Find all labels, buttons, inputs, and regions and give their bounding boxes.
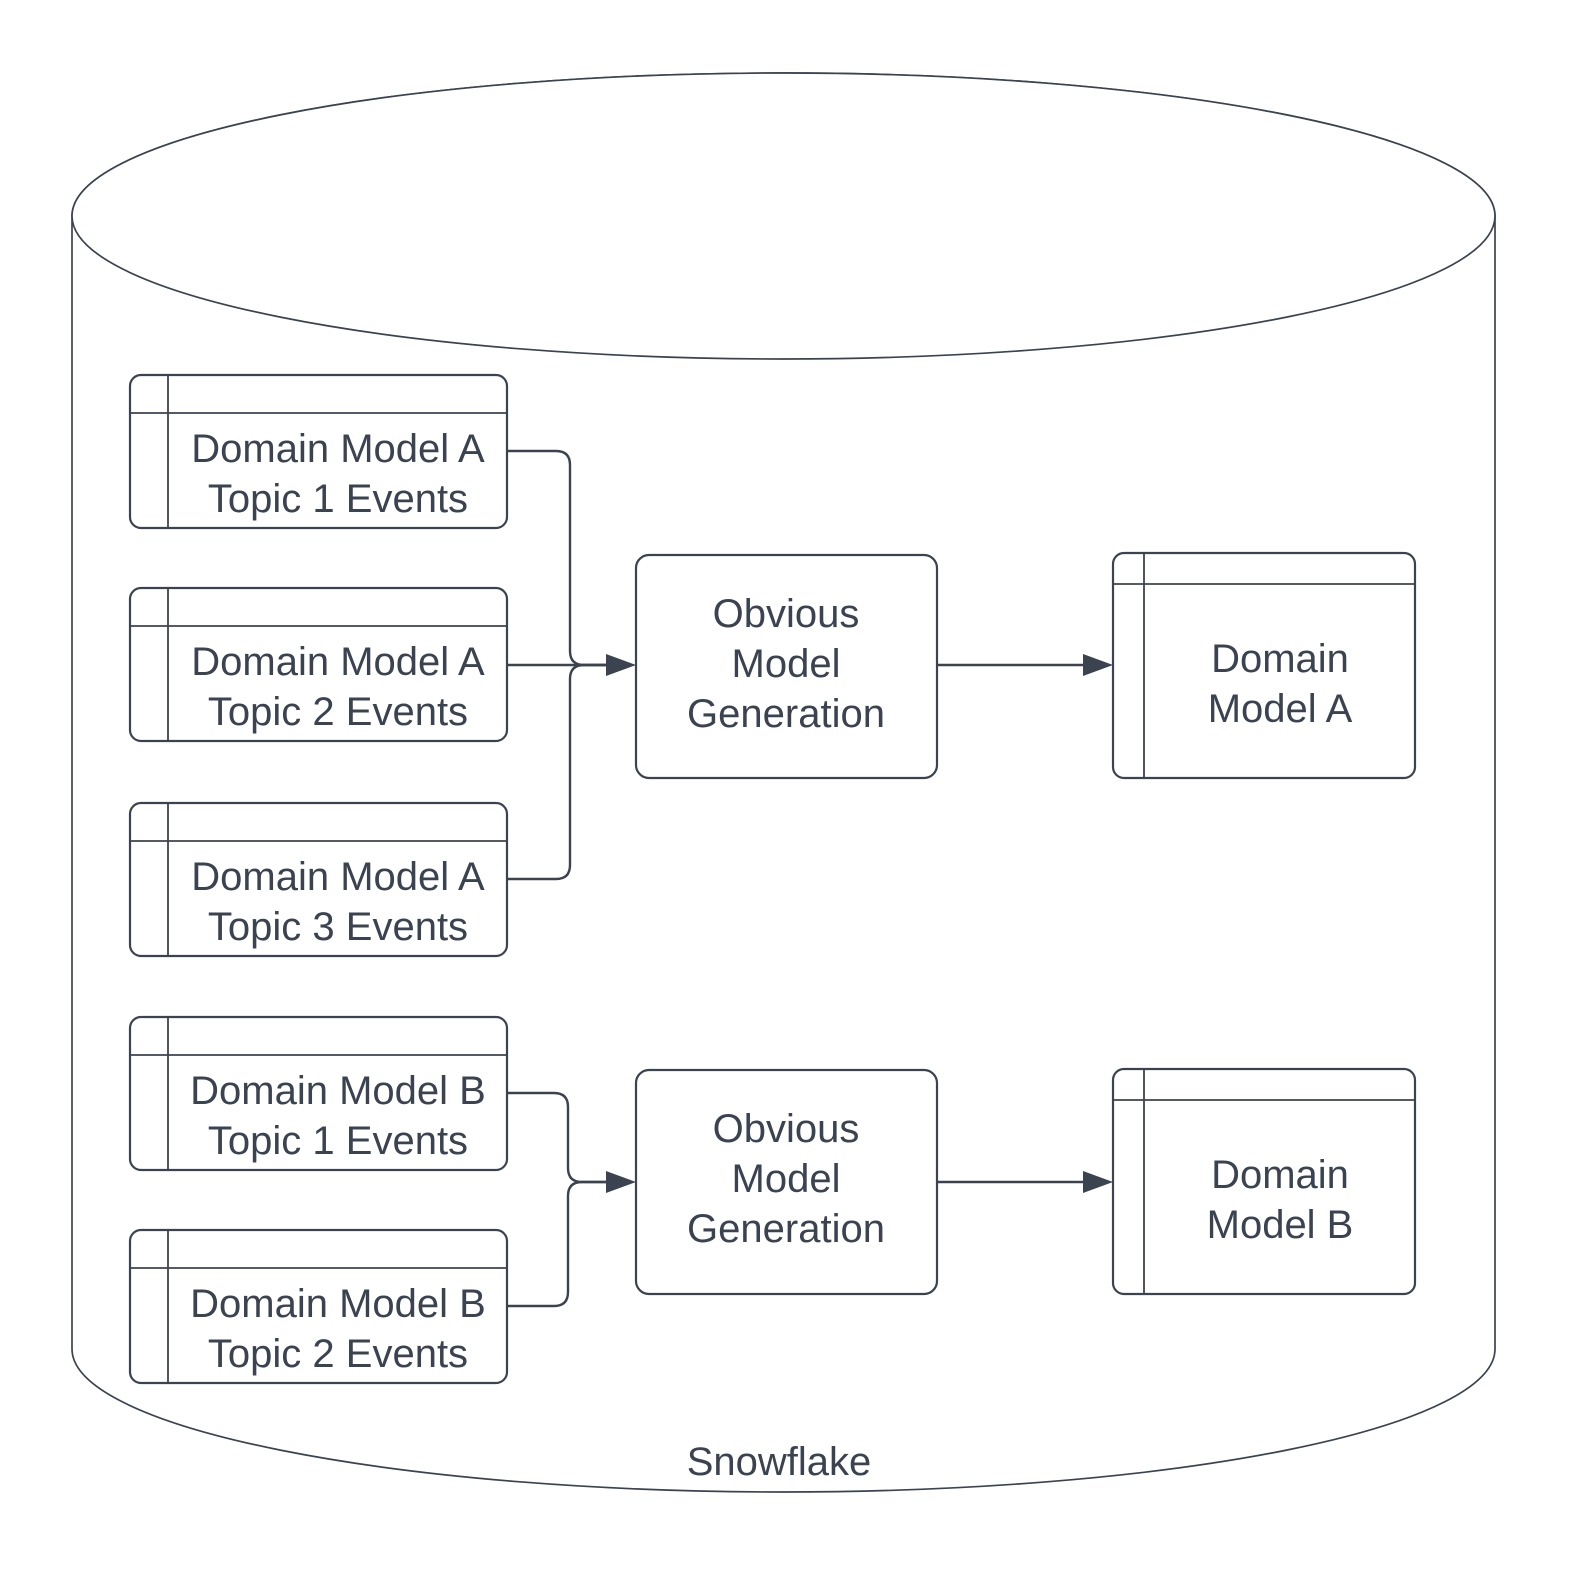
table-domain-model-a-topic-2-events: Domain Model A Topic 2 Events — [128, 586, 509, 743]
table-label-line1: Domain Model A — [191, 640, 485, 684]
connectors-group-a — [507, 449, 1113, 881]
table-label-line1: Domain — [1211, 1153, 1349, 1197]
table-label-line1: Domain Model A — [191, 855, 485, 899]
process-obvious-model-generation-a: Obvious Model Generation — [634, 553, 939, 780]
cylinder-top-ellipse — [71, 72, 1496, 360]
process-obvious-model-generation-b: Obvious Model Generation — [634, 1068, 939, 1296]
process-label-line3: Generation — [687, 692, 885, 736]
process-label-line1: Obvious — [713, 1107, 860, 1151]
table-domain-model-b-topic-2-events: Domain Model B Topic 2 Events — [128, 1228, 509, 1385]
table-shape — [1111, 551, 1417, 780]
table-label-line2: Topic 1 Events — [208, 477, 468, 521]
table-label-line1: Domain Model B — [190, 1282, 486, 1326]
table-label-line2: Topic 2 Events — [208, 690, 468, 734]
cylinder-label: Snowflake — [687, 1440, 872, 1484]
connectors-group-b — [507, 1091, 1113, 1308]
arrowhead-b-into-output — [1083, 1171, 1113, 1193]
arrowhead-a-into-process — [606, 654, 636, 676]
arrowhead-a-into-output — [1083, 654, 1113, 676]
connector-b-topic1-to-process — [507, 1091, 606, 1184]
table-domain-model-a: Domain Model A — [1111, 551, 1417, 780]
table-label-line2: Topic 1 Events — [208, 1119, 468, 1163]
table-shape — [1111, 1067, 1417, 1296]
table-domain-model-b: Domain Model B — [1111, 1067, 1417, 1296]
connector-b-topic2-to-process — [507, 1180, 606, 1308]
process-shape — [634, 553, 939, 780]
table-domain-model-a-topic-1-events: Domain Model A Topic 1 Events — [128, 373, 509, 530]
table-domain-model-b-topic-1-events: Domain Model B Topic 1 Events — [128, 1015, 509, 1172]
table-label-line2: Model B — [1207, 1203, 1354, 1247]
arrowhead-b-into-process — [606, 1171, 636, 1193]
table-label-line2: Model A — [1208, 687, 1353, 731]
process-label-line1: Obvious — [713, 592, 860, 636]
process-shape — [634, 1068, 939, 1296]
process-label-line2: Model — [732, 1157, 841, 1201]
process-label-line3: Generation — [687, 1207, 885, 1251]
table-label-line2: Topic 3 Events — [208, 905, 468, 949]
table-domain-model-a-topic-3-events: Domain Model A Topic 3 Events — [128, 801, 509, 958]
table-label-line1: Domain — [1211, 637, 1349, 681]
table-label-line1: Domain Model B — [190, 1069, 486, 1113]
process-label-line2: Model — [732, 642, 841, 686]
table-label-line1: Domain Model A — [191, 427, 485, 471]
table-label-line2: Topic 2 Events — [208, 1332, 468, 1376]
